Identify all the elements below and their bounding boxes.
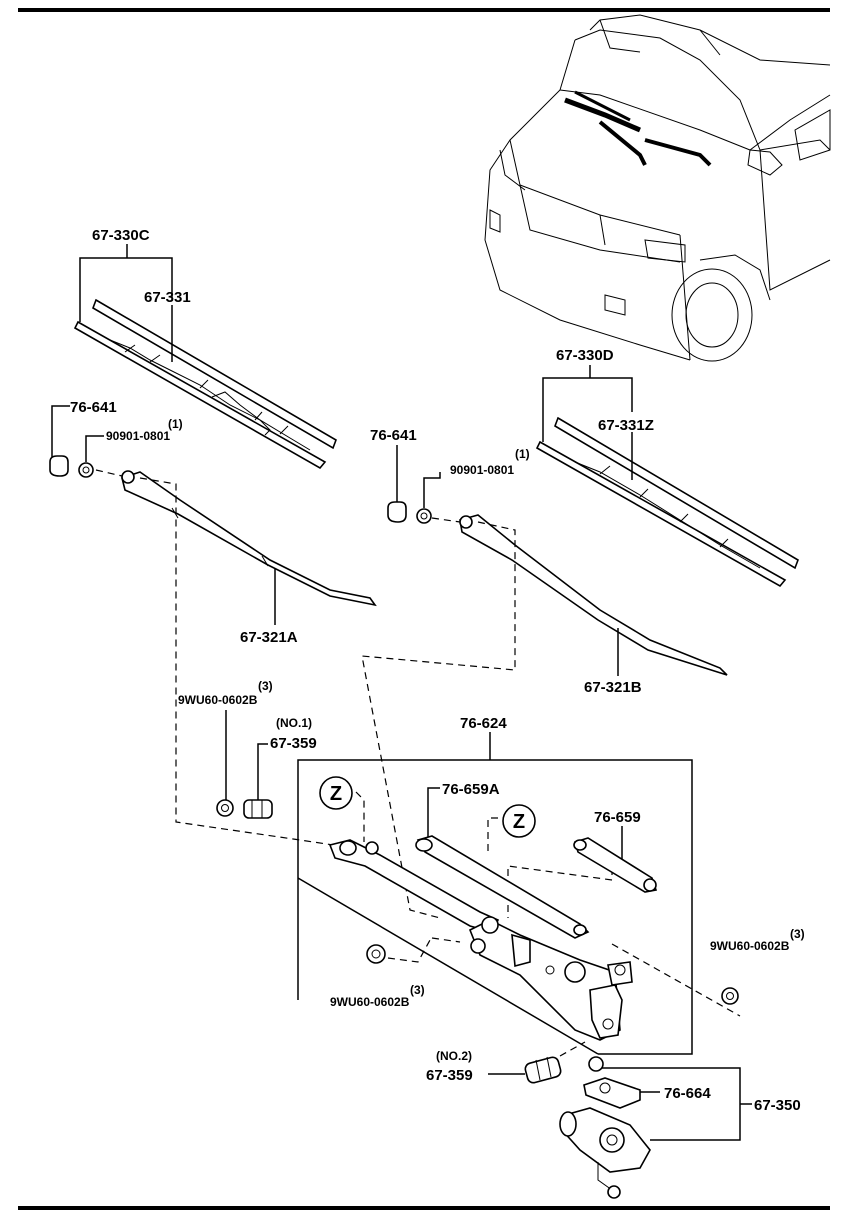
right-nut <box>416 508 432 524</box>
pivot-bushing-no1 <box>243 799 273 819</box>
label-90901-0801-right: 90901-0801 <box>450 463 514 477</box>
leader-lines <box>51 244 752 1141</box>
label-76-664: 76-664 <box>664 1085 711 1102</box>
right-arm <box>459 514 728 676</box>
vehicle-illustration <box>484 14 831 362</box>
label-qty-9wu60-lower: (3) <box>410 983 425 997</box>
pivot-bushing-no2 <box>524 1056 562 1084</box>
label-9wu60-lower: 9WU60-0602B <box>330 995 410 1009</box>
label-67-330d: 67-330D <box>556 347 614 364</box>
label-9wu60-upper: 9WU60-0602B <box>178 693 258 707</box>
label-90901-0801-left: 90901-0801 <box>106 429 170 443</box>
label-76-659: 76-659 <box>594 809 641 826</box>
label-67-359-no1: 67-359 <box>270 735 317 752</box>
label-no2: (NO.2) <box>436 1049 472 1063</box>
vehicle-wipers-highlight <box>564 90 712 167</box>
right-cap <box>387 501 407 523</box>
label-no1: (NO.1) <box>276 716 312 730</box>
z-marker-right-text: Z <box>513 811 525 833</box>
left-arm <box>121 470 377 607</box>
dashed-guides <box>95 469 741 1057</box>
label-76-624: 76-624 <box>460 715 507 732</box>
linkage-assembly <box>328 835 633 1041</box>
label-67-321b: 67-321B <box>584 679 642 696</box>
z-marker-left-text: Z <box>330 783 342 805</box>
label-76-659a: 76-659A <box>442 781 500 798</box>
label-67-350: 67-350 <box>754 1097 801 1114</box>
nut-lower <box>366 944 386 964</box>
part-labels: 67-330C 67-331 76-641 (1) 90901-0801 67-… <box>70 227 805 1114</box>
nut-right-side <box>721 987 739 1005</box>
pivot-nut-upper <box>216 799 234 817</box>
left-blade <box>73 298 337 470</box>
wiper-motor <box>559 1107 651 1199</box>
right-blade <box>535 416 799 588</box>
label-qty-90901-left: (1) <box>168 417 183 431</box>
label-9wu60-right: 9WU60-0602B <box>710 939 790 953</box>
label-67-331z: 67-331Z <box>598 417 654 434</box>
label-67-359-no2: 67-359 <box>426 1067 473 1084</box>
label-qty-9wu60-right: (3) <box>790 927 805 941</box>
link-rod-right <box>573 837 658 893</box>
z-marker-left: Z <box>319 776 353 810</box>
label-67-330c: 67-330C <box>92 227 150 244</box>
label-qty-90901-right: (1) <box>515 447 530 461</box>
label-76-641-right: 76-641 <box>370 427 417 444</box>
motor-bracket <box>583 1056 641 1109</box>
left-nut <box>78 462 94 478</box>
label-67-321a: 67-321A <box>240 629 298 646</box>
label-76-641-left: 76-641 <box>70 399 117 416</box>
label-67-331: 67-331 <box>144 289 191 306</box>
z-marker-right: Z <box>502 804 536 838</box>
label-qty-9wu60-upper: (3) <box>258 679 273 693</box>
left-cap <box>49 455 69 477</box>
